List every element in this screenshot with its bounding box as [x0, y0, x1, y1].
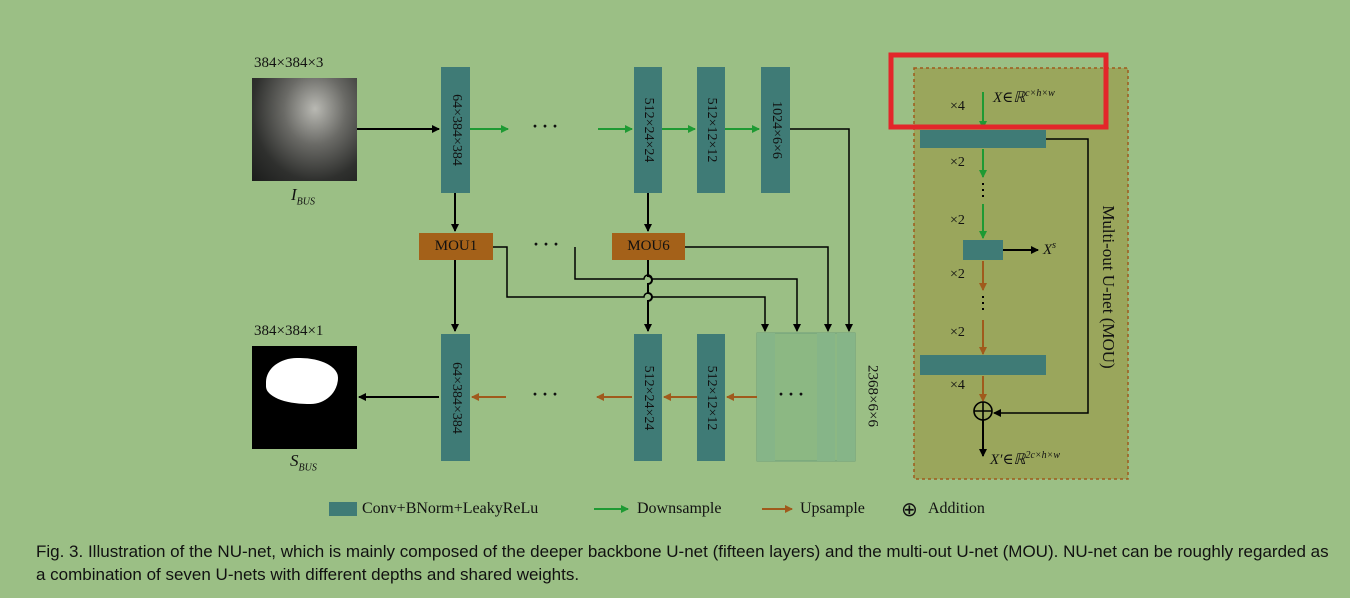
mou-chain-to-concat — [574, 247, 801, 332]
output-dims: 384×384×1 — [254, 323, 324, 339]
figure-caption: Fig. 3. Illustration of the NU-net, whic… — [36, 542, 1329, 584]
mou6-to-concat — [685, 246, 832, 332]
mou1-to-concat — [493, 246, 769, 332]
encoder-block: 512×24×24 — [634, 67, 662, 193]
highlight-box — [888, 52, 1109, 130]
encoder-block: 1024×6×6 — [761, 67, 790, 193]
input-label: IBUS — [291, 185, 316, 208]
output-segmentation-image — [252, 346, 357, 449]
mou6-module: MOU6 — [612, 233, 685, 260]
decoder-block: 512×24×24 — [634, 334, 662, 461]
encoder-block-label: 1024×6×6 — [768, 101, 784, 159]
legend-conv-label: Conv+BNorm+LeakyReLu — [362, 500, 539, 517]
mou-top-block — [920, 130, 1046, 148]
concat-stack-slice-c — [837, 333, 855, 461]
mou-residual-path — [993, 138, 1089, 417]
mou-scale-label: ×2 — [950, 267, 965, 282]
mou-mid-block — [963, 240, 1003, 260]
legend-up-label: Upsample — [800, 500, 865, 517]
legend-down-label: Downsample — [637, 500, 722, 517]
decoder-block: 64×384×384 — [441, 334, 470, 461]
mou-panel — [913, 67, 1129, 480]
legend-add-icon: ⊕ — [901, 497, 918, 521]
concat-stack-slice-b — [817, 333, 835, 461]
mou-side-output-var: Xs — [1043, 240, 1057, 258]
mou-scale-label: ×2 — [950, 213, 965, 228]
encoder-block: 512×12×12 — [697, 67, 725, 193]
mou-scale-label: ×4 — [950, 99, 965, 114]
mou-scale-label: ×2 — [950, 325, 965, 340]
decoder-block-label: 64×384×384 — [448, 361, 464, 434]
mou6-to-decoder-arrow — [644, 260, 653, 332]
encoder-block-label: 512×24×24 — [641, 97, 656, 163]
mou1-module: MOU1 — [419, 233, 493, 260]
output-label: SBUS — [290, 451, 317, 474]
concat-label: 2368×6×6 — [864, 365, 881, 427]
encoder-block-label: 64×384×384 — [448, 94, 464, 166]
mou-scale-label: ×2 — [950, 155, 965, 170]
decoder-block-label: 512×24×24 — [641, 365, 656, 430]
encoder-dots: ··· — [532, 116, 563, 136]
mou-input-var: X∈ℝc×h×w — [993, 88, 1055, 106]
mou-dots: ··· — [533, 234, 564, 254]
mou-scale-label: ×4 — [950, 378, 965, 393]
decoder-block: 512×12×12 — [697, 334, 725, 461]
concat-dots: ··· — [778, 384, 809, 404]
decoder-dots: ··· — [532, 384, 563, 404]
legend-add-label: Addition — [928, 500, 985, 517]
legend-conv-swatch — [329, 502, 357, 516]
encoder-block-label: 512×12×12 — [704, 97, 719, 163]
segmentation-mask — [266, 358, 338, 404]
input-ultrasound-image — [252, 78, 357, 181]
decoder-block-label: 512×12×12 — [704, 365, 719, 430]
bottleneck-to-concat — [790, 128, 853, 332]
mou-bottom-block — [920, 355, 1046, 375]
concat-stack-slice-a — [757, 333, 775, 461]
encoder-block: 64×384×384 — [441, 67, 470, 193]
mou-output-var: X′∈ℝ2c×h×w — [990, 450, 1061, 468]
mou-panel-title: Multi-out U-net (MOU) — [1099, 205, 1118, 369]
input-dims: 384×384×3 — [254, 55, 324, 71]
